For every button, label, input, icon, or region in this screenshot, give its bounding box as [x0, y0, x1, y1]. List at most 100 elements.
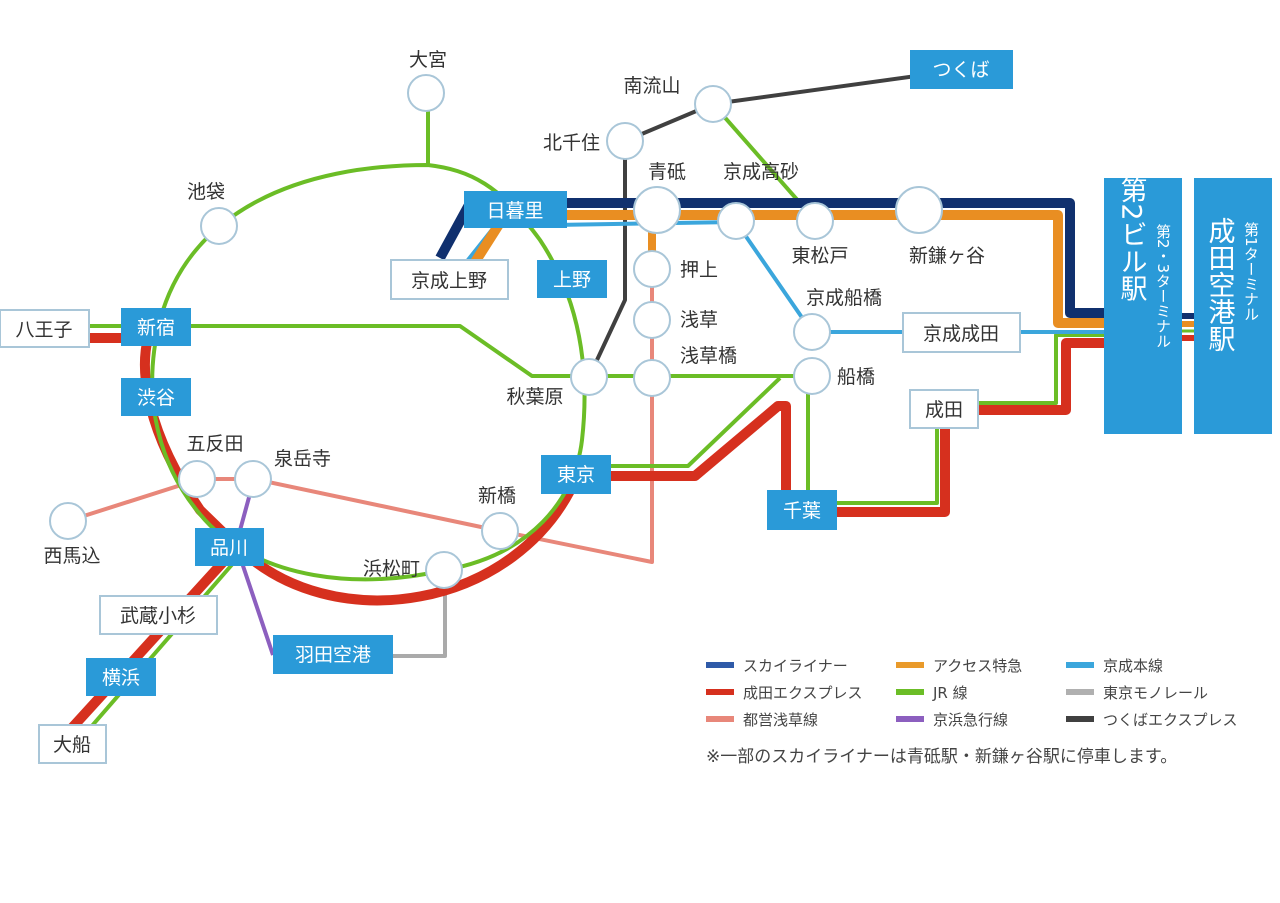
label-keisei-takasago: 京成高砂 [723, 161, 799, 183]
station-asakusa[interactable] [633, 301, 671, 339]
legend-swatch [1066, 716, 1094, 722]
legend-item-tsukuba-express: つくばエクスプレス [1066, 708, 1266, 730]
terminal2-sub: 第2・3ターミナル [1154, 223, 1172, 348]
station-minaminagareyama[interactable] [694, 85, 732, 123]
legend: スカイライナー アクセス特急 京成本線 成田エクスプレス JR 線 東京モノレー… [706, 654, 1266, 767]
circle-stations [49, 74, 943, 589]
outline-stations: 京成上野 八王子 武蔵小杉 大船 京成成田 成田 [0, 259, 1021, 764]
legend-item-keikyu: 京浜急行線 [896, 708, 1066, 730]
legend-item-narita-express: 成田エクスプレス [706, 681, 896, 703]
station-shinagawa[interactable]: 品川 [195, 528, 264, 566]
legend-swatch [896, 689, 924, 695]
station-narita-airport-terminal1[interactable]: 成田空港駅 第1ターミナル [1194, 178, 1272, 434]
line-jr-sobu [608, 376, 782, 468]
station-tsukuba[interactable]: つくば [910, 50, 1013, 89]
station-ueno[interactable]: 上野 [537, 260, 607, 298]
svg-text:横浜: 横浜 [102, 667, 140, 689]
station-nishimagome[interactable] [49, 502, 87, 540]
svg-text:八王子: 八王子 [15, 319, 72, 341]
station-keisei-takasago[interactable] [717, 202, 755, 240]
lines [66, 68, 1196, 737]
station-shin-kamagaya[interactable] [895, 186, 943, 234]
station-keisei-funabashi[interactable] [793, 313, 831, 351]
major-stations: 日暮里 上野 新宿 渋谷 品川 横浜 羽田空港 東京 [86, 50, 1272, 696]
label-hamamatsucho: 浜松町 [363, 558, 420, 580]
svg-text:つくば: つくば [932, 59, 989, 81]
legend-swatch [896, 662, 924, 668]
terminal1-name: 成田空港駅 [1204, 217, 1236, 352]
svg-text:武蔵小杉: 武蔵小杉 [120, 605, 196, 627]
label-sengakuji: 泉岳寺 [274, 448, 331, 470]
station-hachioji[interactable]: 八王子 [0, 309, 90, 348]
label-gotanda: 五反田 [186, 433, 243, 455]
station-ofuna[interactable]: 大船 [38, 724, 107, 764]
svg-text:東京: 東京 [557, 464, 595, 486]
label-aoto: 青砥 [648, 161, 686, 183]
label-higashi-matsudo: 東松戸 [791, 245, 848, 267]
line-nex-south [66, 556, 229, 734]
station-shinjuku[interactable]: 新宿 [121, 308, 191, 346]
station-labels: 大宮 池袋 南流山 北千住 青砥 京成高砂 東松戸 新鎌ヶ谷 押上 浅草 浅草橋… [43, 49, 985, 580]
station-yokohama[interactable]: 横浜 [86, 658, 156, 696]
station-asakusabashi[interactable] [633, 359, 671, 397]
label-asakusabashi: 浅草橋 [680, 345, 737, 367]
station-akihabara[interactable] [570, 358, 608, 396]
station-gotanda[interactable] [178, 460, 216, 498]
svg-text:千葉: 千葉 [783, 500, 821, 522]
terminal1-sub: 第1ターミナル [1242, 221, 1260, 321]
legend-item-asakusa: 都営浅草線 [706, 708, 896, 730]
label-keisei-funabashi: 京成船橋 [806, 287, 882, 309]
line-jr-funabashi-chiba [806, 390, 939, 505]
station-narita[interactable]: 成田 [909, 389, 979, 429]
svg-text:日暮里: 日暮里 [486, 200, 543, 222]
label-kitasenju: 北千住 [543, 132, 600, 154]
svg-text:上野: 上野 [553, 269, 591, 291]
line-access [465, 210, 1110, 328]
legend-item-skyliner: スカイライナー [706, 654, 896, 676]
line-jr-narita [975, 333, 1110, 405]
station-shibuya[interactable]: 渋谷 [121, 378, 191, 416]
label-shin-kamagaya: 新鎌ヶ谷 [909, 245, 985, 267]
station-ikebukuro[interactable] [200, 207, 238, 245]
station-oshiage[interactable] [633, 250, 671, 288]
station-chiba[interactable]: 千葉 [767, 490, 837, 530]
station-narita-airport-terminal2[interactable]: 空港第2ビル駅 第2・3ターミナル [1104, 122, 1182, 434]
legend-swatch [896, 716, 924, 722]
station-musashikosugi[interactable]: 武蔵小杉 [99, 595, 218, 635]
svg-text:成田: 成田 [925, 399, 963, 421]
legend-swatch [706, 662, 734, 668]
station-funabashi[interactable] [793, 357, 831, 395]
station-nippori[interactable]: 日暮里 [464, 191, 567, 228]
label-funabashi: 船橋 [837, 366, 875, 388]
legend-swatch [706, 689, 734, 695]
svg-text:品川: 品川 [210, 537, 248, 559]
legend-item-keisei-main: 京成本線 [1066, 654, 1266, 676]
station-kitasenju[interactable] [606, 122, 644, 160]
legend-item-access-express: アクセス特急 [896, 654, 1066, 676]
svg-text:新宿: 新宿 [137, 317, 175, 339]
label-asakusa: 浅草 [680, 309, 718, 331]
line-monorail [392, 570, 447, 658]
svg-text:京成成田: 京成成田 [923, 323, 999, 345]
station-tokyo[interactable]: 東京 [541, 455, 611, 494]
line-jr-south [82, 558, 238, 737]
station-aoto[interactable] [633, 186, 681, 234]
label-oshiage: 押上 [680, 259, 718, 281]
station-shimbashi[interactable] [481, 512, 519, 550]
svg-text:大船: 大船 [53, 734, 91, 756]
legend-grid: スカイライナー アクセス特急 京成本線 成田エクスプレス JR 線 東京モノレー… [706, 654, 1266, 730]
station-haneda[interactable]: 羽田空港 [273, 635, 393, 674]
station-higashi-matsudo[interactable] [796, 202, 834, 240]
legend-item-jr: JR 線 [896, 681, 1066, 703]
station-keisei-narita[interactable]: 京成成田 [902, 312, 1021, 353]
station-hamamatsucho[interactable] [425, 551, 463, 589]
label-ikebukuro: 池袋 [187, 181, 225, 203]
svg-text:京成上野: 京成上野 [411, 270, 487, 292]
label-omiya: 大宮 [409, 49, 447, 71]
line-skyliner [435, 198, 1110, 318]
station-omiya[interactable] [407, 74, 445, 112]
station-keisei-ueno[interactable]: 京成上野 [390, 259, 509, 300]
station-sengakuji[interactable] [234, 460, 272, 498]
terminal2-name: 空港第2ビル駅 [1116, 122, 1148, 301]
